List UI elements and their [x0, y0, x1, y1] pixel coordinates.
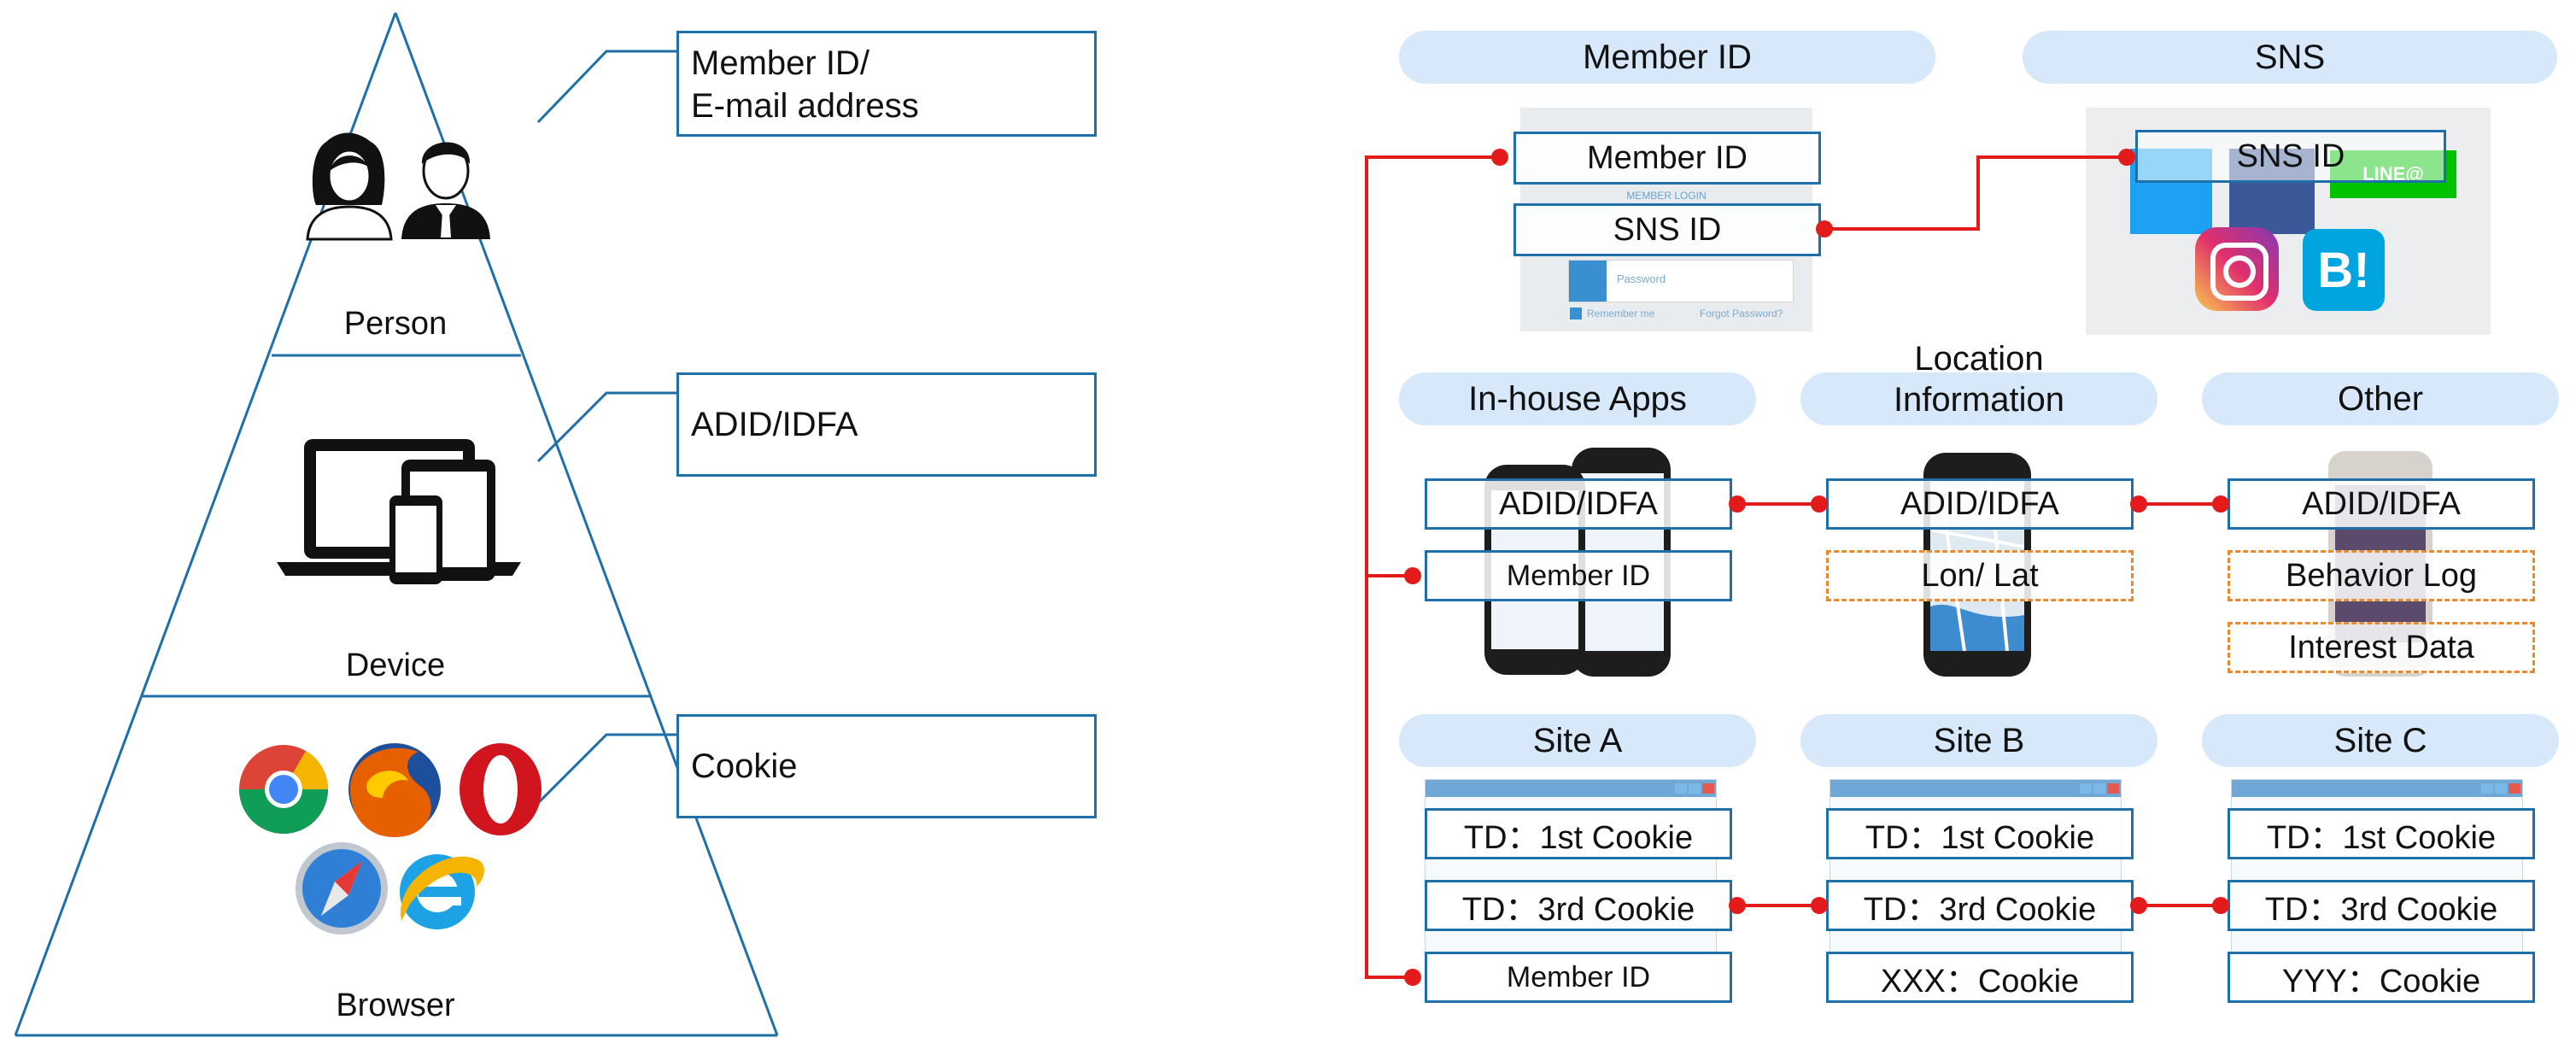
site-a-1st-cookie-box: TD：1st Cookie — [1425, 808, 1732, 859]
opera-icon — [460, 743, 542, 835]
other-adid-box: ADID/IDFA — [2228, 478, 2535, 530]
callout-cookie: Cookie — [676, 714, 1097, 818]
checkbox-icon — [1570, 308, 1582, 319]
member-id-box: Member ID — [1513, 132, 1821, 185]
section-member-id: Member ID — [1399, 31, 1935, 84]
location-adid-box: ADID/IDFA — [1826, 478, 2134, 530]
site-c-3rd-cookie-box: TD：3rd Cookie — [2228, 880, 2535, 931]
site-b-xxx-cookie-box: XXX：Cookie — [1826, 952, 2134, 1003]
instagram-icon — [2195, 227, 2279, 311]
person-icon — [306, 132, 490, 241]
callout-adid: ADID/IDFA — [676, 372, 1097, 477]
section-site-a: Site A — [1399, 714, 1756, 767]
section-site-b: Site B — [1800, 714, 2157, 767]
member-sns-id-box: SNS ID — [1513, 203, 1821, 256]
pyramid-level-device: Device — [345, 648, 446, 683]
callout-member-id: Member ID/ E-mail address — [676, 31, 1097, 137]
behavior-log-box: Behavior Log — [2228, 550, 2535, 601]
password-field: Password — [1568, 260, 1794, 302]
apps-member-id-box: Member ID — [1425, 550, 1732, 601]
devices-icon — [277, 439, 521, 584]
forgot-password-label: Forgot Password? — [1700, 308, 1783, 319]
apps-adid-box: ADID/IDFA — [1425, 478, 1732, 530]
site-c-yyy-cookie-box: YYY：Cookie — [2228, 952, 2535, 1003]
sns-id-box: SNS ID — [2135, 130, 2446, 183]
pyramid-level-browser: Browser — [336, 988, 455, 1023]
section-site-c: Site C — [2202, 714, 2559, 767]
section-sns: SNS — [2023, 31, 2557, 84]
login-caption: MEMBER LOGIN — [1626, 190, 1707, 202]
site-c-1st-cookie-box: TD：1st Cookie — [2228, 808, 2535, 859]
site-a-3rd-cookie-box: TD：3rd Cookie — [1425, 880, 1732, 931]
section-other: Other — [2202, 372, 2559, 425]
interest-data-box: Interest Data — [2228, 622, 2535, 673]
firefox-icon — [348, 743, 441, 837]
safari-icon — [296, 842, 388, 935]
hatena-bookmark-icon: B! — [2303, 229, 2385, 311]
pyramid-level-person: Person — [343, 306, 448, 342]
section-location-info: Location Information — [1800, 340, 2157, 425]
site-b-1st-cookie-box: TD：1st Cookie — [1826, 808, 2134, 859]
lock-icon — [1569, 261, 1607, 302]
location-lon-lat-box: Lon/ Lat — [1826, 550, 2134, 601]
browser-logos — [239, 743, 542, 935]
section-inhouse-apps: In-house Apps — [1399, 372, 1756, 425]
site-a-member-id-box: Member ID — [1425, 952, 1732, 1003]
remember-me-label: Remember me — [1587, 308, 1655, 319]
chrome-icon — [239, 745, 328, 834]
internet-explorer-icon — [400, 854, 484, 929]
site-b-3rd-cookie-box: TD：3rd Cookie — [1826, 880, 2134, 931]
